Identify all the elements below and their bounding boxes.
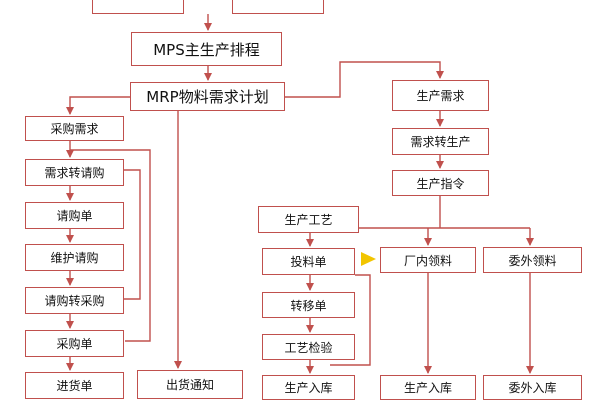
maintain-requisition-node: 维护请购 — [25, 244, 124, 271]
outsourced-stock-in-node: 委外入库 — [483, 375, 582, 400]
production-stock-in-node-2: 生产入库 — [380, 375, 476, 400]
arrow-mrp-to-production-requirement — [285, 61, 444, 98]
outsourced-picking-node: 委外领料 — [483, 247, 582, 273]
production-process-node: 生产工艺 — [258, 206, 359, 233]
production-stock-in-node-1: 生产入库 — [262, 375, 355, 400]
top-right-box — [232, 0, 324, 14]
in-plant-picking-node: 厂内领料 — [380, 247, 476, 273]
purchase-loop-line-2 — [115, 169, 141, 300]
process-inspection-node: 工艺检验 — [262, 334, 355, 360]
shipping-notice-node: 出货通知 — [137, 370, 243, 399]
requisition-node: 请购单 — [25, 202, 124, 229]
requirement-to-production-node: 需求转生产 — [392, 128, 489, 155]
receiving-note-node: 进货单 — [25, 372, 124, 399]
highlight-arrow-icon — [361, 252, 376, 266]
process-loop-line — [330, 274, 371, 366]
purchase-requirement-node: 采购需求 — [25, 116, 124, 141]
requirement-to-requisition-node: 需求转请购 — [25, 159, 124, 186]
production-requirement-node: 生产需求 — [392, 80, 489, 111]
arrow-mrp-to-purchase — [66, 96, 132, 115]
material-issue-note-node: 投料单 — [262, 248, 355, 275]
mrp-node: MRP物料需求计划 — [130, 82, 285, 111]
purchase-loop-line — [70, 149, 151, 342]
requisition-to-purchase-node: 请购转采购 — [25, 287, 124, 314]
production-order-node: 生产指令 — [392, 170, 489, 196]
top-left-box — [92, 0, 184, 14]
mps-node: MPS主生产排程 — [131, 32, 282, 66]
transfer-note-node: 转移单 — [262, 292, 355, 318]
purchase-order-node: 采购单 — [25, 330, 124, 357]
